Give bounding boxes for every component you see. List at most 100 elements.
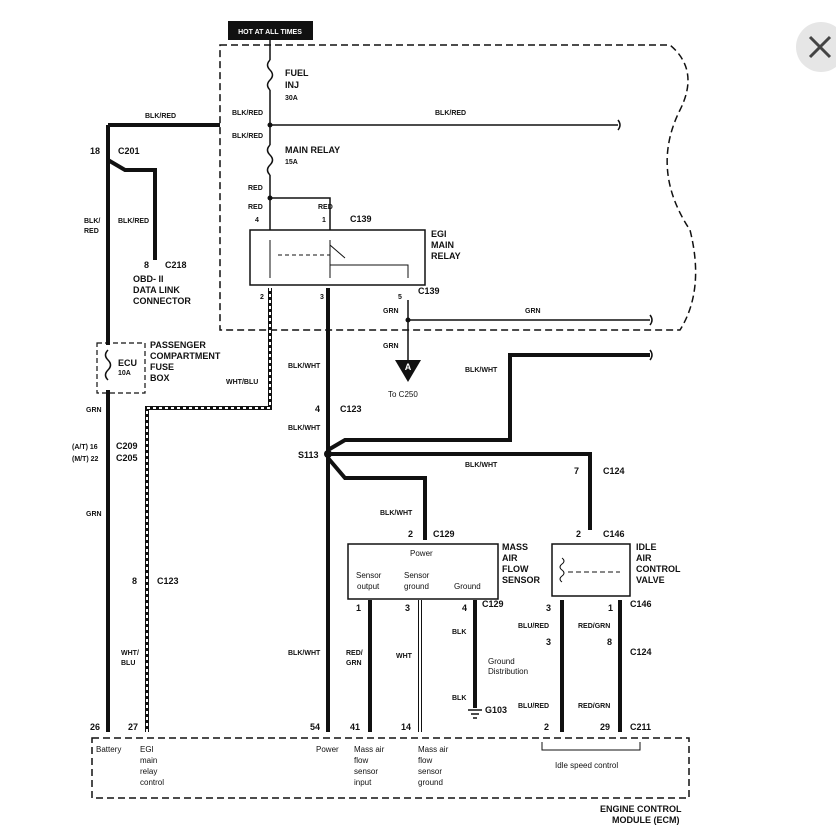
- wire-label-blk-red-mid: BLK/RED: [232, 133, 263, 140]
- maf-sensor-output-2: output: [357, 582, 380, 591]
- wire-label-blk-red-left: BLK/RED: [145, 113, 176, 120]
- c209-label: C209: [116, 441, 138, 451]
- c129-label-top: C129: [433, 529, 455, 539]
- ecm-pin-41: 41: [350, 722, 360, 732]
- close-icon: [808, 35, 832, 59]
- wire-label-grn-left-2: GRN: [86, 511, 102, 518]
- c218-pin: 8: [144, 260, 149, 270]
- c146-label-top: C146: [603, 529, 625, 539]
- maf-sensor-box: [347, 543, 499, 600]
- maf-sensor-ground-2: ground: [404, 582, 429, 591]
- wire-label-red-grn-iac-2: RED/GRN: [578, 703, 610, 710]
- ecm-pin-14: 14: [401, 722, 411, 732]
- pcfb-label-1: PASSENGER: [150, 340, 206, 350]
- idle-bracket: [541, 742, 641, 751]
- egi-relay-label-2: MAIN: [431, 240, 454, 250]
- obd-label-1: OBD- II: [133, 274, 164, 284]
- wire-label-blk-red-obd: BLK/RED: [118, 218, 149, 225]
- c129-label-bottom: C129: [482, 599, 504, 609]
- ecm-egi-3: relay: [140, 767, 157, 776]
- ecm-idle-speed: Idle speed control: [555, 761, 618, 770]
- c209-pin: (A/T) 16: [72, 444, 98, 451]
- c123-label-center: C123: [340, 404, 362, 414]
- ecm-maf-in-2: flow: [354, 756, 368, 765]
- ecm-maf-in-1: Mass air: [354, 745, 385, 754]
- fuse-box-outline: [219, 44, 697, 331]
- maf-name-3: FLOW: [502, 564, 529, 574]
- c211-label: C211: [630, 722, 651, 732]
- main-relay-fuse-label: MAIN RELAY: [285, 145, 340, 155]
- ecm-maf-in-4: input: [354, 778, 372, 787]
- s113-label: S113: [298, 450, 319, 460]
- pcfb-label-4: BOX: [150, 373, 170, 383]
- iac-label-2: AIR: [636, 553, 652, 563]
- maf-sensor-ground-1: Sensor: [404, 571, 430, 580]
- ecm-egi-4: control: [140, 778, 164, 787]
- c129-pin-a: 2: [408, 529, 413, 539]
- wire-label-blk-red-top-right: BLK/RED: [435, 110, 466, 117]
- wire-label-blk-wht-2: BLK/WHT: [288, 425, 321, 432]
- c201-label: C201: [118, 146, 140, 156]
- ecm-power: Power: [316, 745, 339, 754]
- g103-label: G103: [485, 705, 507, 715]
- wire-label-blk-ground-1: BLK: [452, 629, 466, 636]
- ecm-maf-in-3: sensor: [354, 767, 378, 776]
- ground-icon: [468, 709, 482, 719]
- ecm-pin-54: 54: [310, 722, 320, 732]
- wire-label-blk-wht-iac: BLK/WHT: [465, 462, 498, 469]
- wire-label-grn-2: GRN: [383, 343, 399, 350]
- wire-label-grn-right: GRN: [525, 308, 541, 315]
- pcfb-label-2: COMPARTMENT: [150, 351, 221, 361]
- maf-sensor-output-1: Sensor: [356, 571, 382, 580]
- wire-label-blu-red-1: BLU/RED: [518, 623, 549, 630]
- c218-label: C218: [165, 260, 187, 270]
- c123-label-left: C123: [157, 576, 179, 586]
- ecu-fuse-label: ECU: [118, 358, 137, 368]
- ecm-box: [91, 737, 690, 799]
- ecu-fuse-icon: [104, 349, 112, 381]
- c124-label-top: C124: [603, 466, 625, 476]
- c124-pin-b: 3: [546, 637, 551, 647]
- relay-pin-5: 5: [398, 294, 402, 301]
- ground-dist-label-2: Distribution: [488, 667, 528, 676]
- iac-pin-1: 1: [608, 603, 613, 613]
- close-button[interactable]: [796, 22, 836, 72]
- wire-label-red-left: RED: [84, 228, 99, 235]
- wire-label-blk-red-upper: BLK/RED: [232, 110, 263, 117]
- wire-label-blk-wht-right: BLK/WHT: [465, 367, 498, 374]
- wire-label-grn-left-1: GRN: [86, 407, 102, 414]
- c205-label: C205: [116, 453, 138, 463]
- c123-pin-a: 4: [315, 404, 320, 414]
- egi-main-relay-box: [249, 229, 426, 286]
- fuel-inj-rating: 30A: [285, 95, 298, 102]
- iac-label-4: VALVE: [636, 575, 665, 585]
- ecm-name-2: MODULE (ECM): [612, 815, 680, 825]
- hot-label: HOT AT ALL TIMES: [238, 29, 302, 36]
- maf-name-2: AIR: [502, 553, 518, 563]
- maf-pin-1: 1: [356, 603, 361, 613]
- wire-label-blu-1: BLU: [121, 660, 135, 667]
- ground-dist-label-1: Ground: [488, 657, 515, 666]
- ecm-maf-gnd-4: ground: [418, 778, 443, 787]
- wire-label-red-1: RED: [248, 185, 263, 192]
- main-relay-fuse-rating: 15A: [285, 159, 298, 166]
- wire-label-blk-wht-3: BLK/WHT: [288, 650, 321, 657]
- obd-label-2: DATA LINK: [133, 285, 180, 295]
- fuel-inj-label-1: FUEL: [285, 68, 309, 78]
- wire-label-red-grn-iac-1: RED/GRN: [578, 623, 610, 630]
- ecm-pin-2: 2: [544, 722, 549, 732]
- relay-pin-2: 2: [260, 294, 264, 301]
- iac-valve-box: [551, 543, 631, 597]
- wire-label-wht: WHT: [396, 653, 413, 660]
- c123-pin-b: 8: [132, 576, 137, 586]
- arrow-a-label: A: [405, 362, 412, 372]
- obd-label-3: CONNECTOR: [133, 296, 191, 306]
- wire-label-blk-ground-2: BLK: [452, 695, 466, 702]
- c124-label-bottom: C124: [630, 647, 652, 657]
- wire-label-blk-wht-maf: BLK/WHT: [380, 510, 413, 517]
- maf-pin-4: 4: [462, 603, 467, 613]
- wire-label-red-2: RED: [248, 204, 263, 211]
- egi-relay-label-3: RELAY: [431, 251, 461, 261]
- fuel-inj-label-2: INJ: [285, 80, 299, 90]
- main-relay-fuse-icon: [266, 144, 274, 176]
